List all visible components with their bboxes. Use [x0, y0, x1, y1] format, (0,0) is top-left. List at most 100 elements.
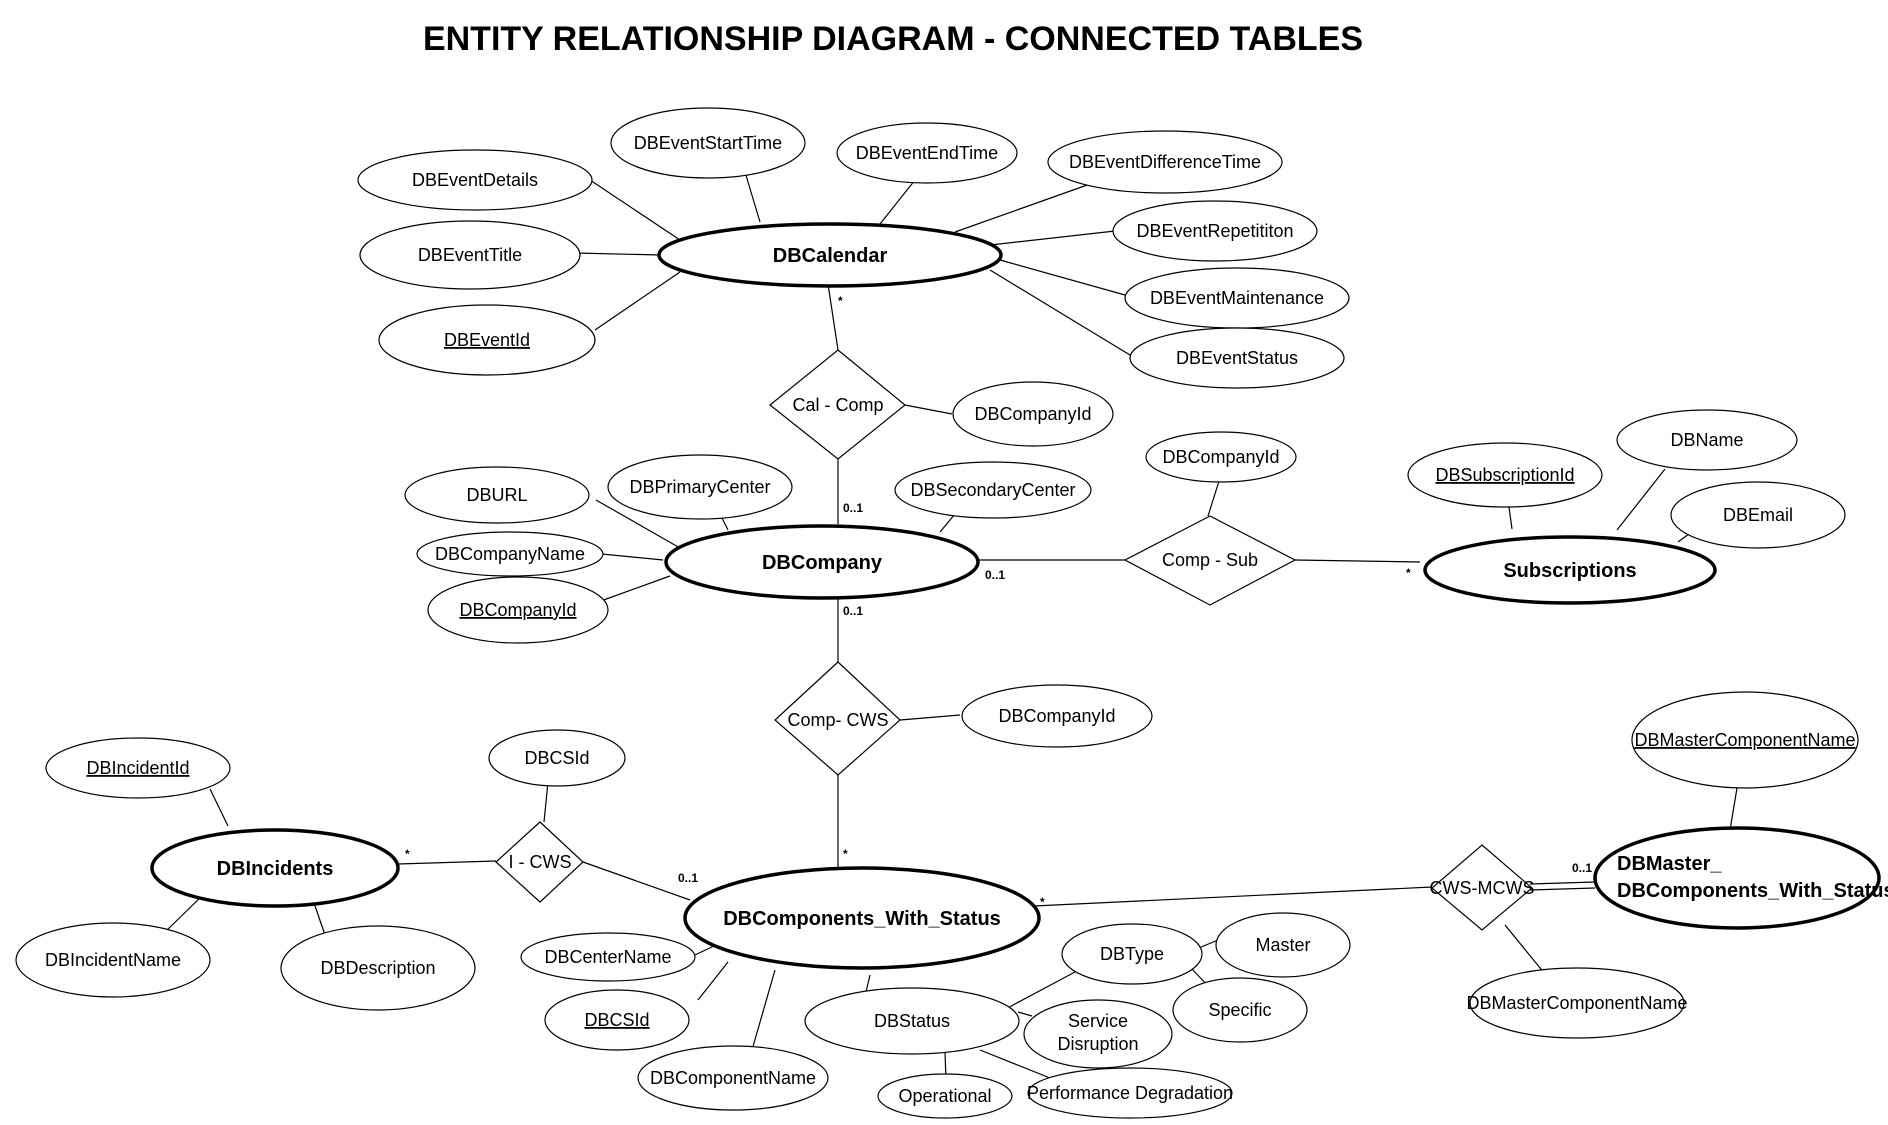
attr-event-repetition	[1112, 200, 1318, 262]
rel-comp-cws	[774, 661, 901, 776]
line-cws-mcws-master-a	[1529, 881, 1596, 885]
attr-master-component-name-top	[1631, 691, 1859, 789]
line-description	[312, 899, 326, 936]
card-company-comp-sub: 0..1	[985, 568, 1005, 582]
line-event-status	[989, 269, 1131, 356]
attr-service-disruption-label-2: Disruption	[1057, 1034, 1138, 1054]
line-event-start-time	[744, 171, 761, 223]
attr-subscription-id	[1407, 442, 1603, 508]
entity-incidents	[150, 828, 400, 908]
company-attributes: DBCompanyId DBURL DBPrimaryCenter DBSeco…	[404, 381, 1114, 644]
attr-event-details-label: DBEventDetails	[412, 170, 538, 190]
attr-comp-cws-company-id	[961, 684, 1153, 748]
card-components-i-cws: 0..1	[678, 871, 698, 885]
line-event-end-time	[879, 179, 916, 225]
card-company-comp-cws: 0..1	[843, 604, 863, 618]
attr-url	[404, 466, 590, 524]
line-performance-degradation	[979, 1049, 1061, 1083]
attr-event-difference-time-label: DBEventDifferenceTime	[1069, 152, 1261, 172]
entity-company	[664, 524, 980, 600]
attr-primary-center-label: DBPrimaryCenter	[629, 477, 770, 497]
rel-cal-comp	[769, 349, 906, 460]
attr-url-label: DBURL	[466, 485, 527, 505]
attr-master	[1215, 912, 1351, 978]
line-url	[595, 499, 681, 549]
attr-name-label: DBName	[1670, 430, 1743, 450]
attr-event-details	[357, 149, 593, 211]
line-master-component-name-bottom	[1504, 924, 1546, 975]
attr-description-label: DBDescription	[320, 958, 435, 978]
attr-type	[1061, 923, 1203, 985]
line-cal-comp-company-id	[904, 404, 953, 415]
line-i-cws-cs-id	[543, 781, 549, 823]
line-incident-id	[209, 788, 229, 827]
attr-master-component-name-bottom	[1469, 967, 1685, 1039]
attr-master-component-name-top-label: DBMasterComponentName	[1634, 730, 1855, 750]
line-company-id	[597, 575, 671, 603]
attr-operational-label: Operational	[898, 1086, 991, 1106]
line-event-difference-time	[954, 183, 1091, 233]
attr-component-name-label: DBComponentName	[650, 1068, 816, 1088]
attr-event-end-time-label: DBEventEndTime	[856, 143, 998, 163]
entity-incidents-label: DBIncidents	[217, 858, 334, 880]
rel-comp-cws-label: Comp- CWS	[787, 710, 888, 730]
attr-event-repetition-label: DBEventRepetititon	[1136, 221, 1293, 241]
attr-email	[1670, 481, 1846, 549]
entity-master-components-label-2: DBComponents_With_Status	[1617, 880, 1888, 902]
attr-performance-degradation	[1027, 1067, 1233, 1119]
line-component-name	[751, 969, 776, 1051]
line-service-disruption	[1017, 1011, 1033, 1017]
attr-performance-degradation-label: Performance Degradation	[1027, 1083, 1233, 1103]
line-incidents-i-cws	[397, 860, 497, 865]
attr-event-difference-time	[1047, 130, 1283, 194]
attr-event-status-label: DBEventStatus	[1176, 348, 1298, 368]
attr-event-id-label: DBEventId	[444, 330, 530, 350]
attr-event-end-time	[836, 122, 1018, 184]
line-incident-name	[164, 894, 204, 933]
attr-component-name	[637, 1045, 829, 1111]
attr-company-id-label: DBCompanyId	[459, 600, 576, 620]
calendar-attributes: DBEventDetails DBEventStartTime DBEventE…	[357, 107, 1350, 389]
attr-event-title	[359, 220, 581, 290]
line-status	[865, 974, 871, 993]
attr-center-name-label: DBCenterName	[544, 947, 671, 967]
line-cws-mcws-master-b	[1529, 887, 1596, 891]
card-incidents-i-cws: *	[405, 847, 410, 861]
subscriptions-attributes: DBCompanyId DBSubscriptionId DBName DBEm…	[1145, 409, 1846, 549]
entity-subscriptions	[1423, 535, 1717, 605]
rel-comp-sub	[1123, 515, 1297, 606]
attr-status	[804, 987, 1020, 1055]
attr-specific-label: Specific	[1208, 1000, 1271, 1020]
entities: DBCalendar DBCompany Subscriptions DBInc…	[150, 222, 1888, 970]
entity-subscriptions-label: Subscriptions	[1503, 560, 1636, 582]
attr-description	[280, 925, 476, 1011]
attr-company-name	[416, 531, 604, 577]
line-comp-sub-company-id	[1207, 477, 1221, 517]
entity-master-components	[1593, 826, 1881, 930]
line-type	[999, 971, 1076, 1013]
attr-event-status	[1129, 327, 1345, 389]
attr-comp-sub-company-id	[1145, 431, 1297, 483]
rel-i-cws-label: I - CWS	[509, 852, 572, 872]
attr-incident-name	[15, 922, 211, 998]
line-comp-sub-subscriptions	[1294, 559, 1421, 563]
attr-event-start-time-label: DBEventStartTime	[634, 133, 782, 153]
entity-calendar	[657, 222, 1003, 288]
line-secondary-center	[939, 513, 956, 533]
attr-event-title-label: DBEventTitle	[418, 245, 522, 265]
line-i-cws-components	[582, 861, 691, 901]
rel-cal-comp-label: Cal - Comp	[792, 395, 883, 415]
relationships: Cal - Comp Comp - Sub Comp- CWS I - CWS …	[495, 349, 1535, 931]
attr-secondary-center-label: DBSecondaryCenter	[910, 480, 1075, 500]
attr-company-name-label: DBCompanyName	[435, 544, 585, 564]
entity-master-components-label-1: DBMaster_	[1617, 853, 1722, 875]
card-company-cal-comp: 0..1	[843, 501, 863, 515]
attr-comp-cws-company-id-label: DBCompanyId	[998, 706, 1115, 726]
attr-event-maintenance-label: DBEventMaintenance	[1150, 288, 1324, 308]
attr-master-label: Master	[1255, 935, 1310, 955]
attr-event-start-time	[610, 107, 806, 179]
attr-secondary-center	[894, 461, 1092, 519]
attr-event-id	[378, 304, 596, 376]
rel-cws-mcws-label: CWS-MCWS	[1430, 878, 1535, 898]
